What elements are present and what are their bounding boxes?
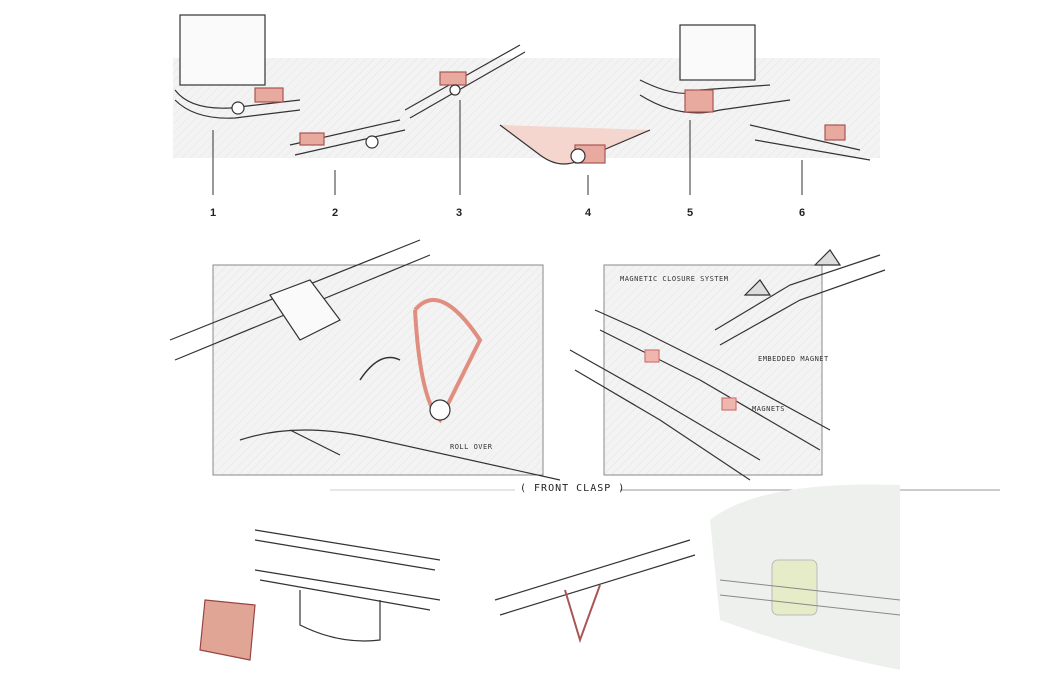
middle-right-panel [603, 264, 823, 476]
callout-6: 6 [799, 207, 806, 219]
front-clasp-label: ( FRONT CLASP ) [520, 483, 626, 494]
callout-5: 5 [687, 207, 694, 219]
magnetic-closure-label: MAGNETIC CLOSURE SYSTEM [620, 275, 729, 283]
callout-2: 2 [332, 207, 339, 219]
bottom-sketches [199, 529, 696, 661]
hinge-sketches-row [174, 14, 871, 165]
roll-over-label: ROLL OVER [450, 443, 493, 451]
callout-4: 4 [585, 207, 592, 219]
magnets-label: MAGNETS [752, 405, 786, 413]
embedded-magnet-label: EMBEDDED MAGNET [758, 355, 829, 363]
callout-3: 3 [456, 207, 463, 219]
callout-1: 1 [210, 207, 217, 219]
callout-lines [212, 100, 803, 195]
middle-left-panel [212, 264, 544, 476]
